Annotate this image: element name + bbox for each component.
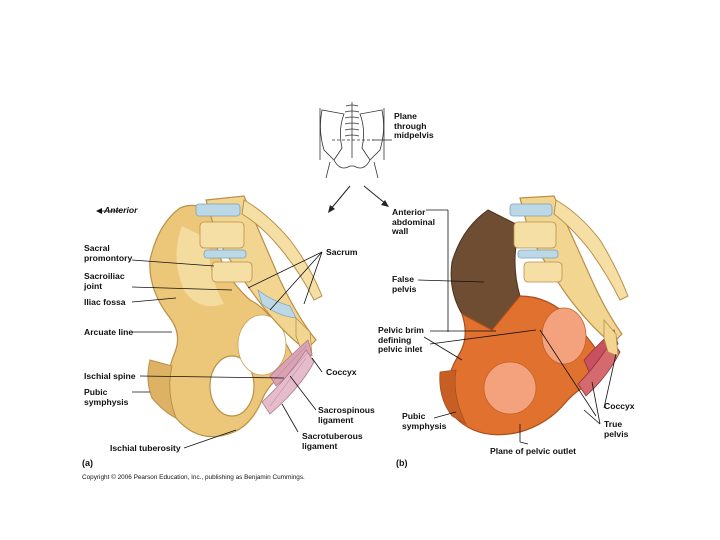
iliac-fossa-label: Iliac fossa: [84, 297, 126, 307]
panel-b-tag: (b): [396, 458, 408, 468]
coccyx-b-label: Coccyx: [604, 401, 635, 411]
pubic-symphysis-a-label: Pubic symphysis: [84, 387, 129, 407]
pelvic-brim-label: Pelvic brim defining pelvic inlet: [378, 325, 424, 355]
ischial-tuberosity-label: Ischial tuberosity: [110, 443, 181, 453]
pubic-symphysis-b-label: Pubic symphysis: [402, 411, 447, 431]
sacrospinous-ligament-label: Sacrospinous ligament: [318, 405, 375, 425]
sacral-promontory-label: Sacral promontory: [84, 243, 133, 263]
coccyx-a-label: Coccyx: [326, 367, 357, 377]
true-pelvis-label: True pelvis: [604, 419, 629, 439]
inset-plane-label: Plane through midpelvis: [394, 111, 434, 141]
skeleton-inset-icon: [319, 102, 385, 179]
sacroiliac-joint-label: Sacroiliac joint: [84, 271, 125, 291]
false-pelvis-region: [450, 209, 521, 331]
panel-a-tag: (a): [82, 458, 93, 468]
anterior-abdominal-wall-label: Anterior abdominal wall: [392, 207, 435, 237]
sacrotuberous-ligament-label: Sacrotuberous ligament: [302, 431, 363, 451]
plane-of-pelvic-outlet-label: Plane of pelvic outlet: [490, 446, 576, 456]
arcuate-line-label: Arcuate line: [84, 327, 134, 337]
ischial-spine-label: Ischial spine: [84, 371, 136, 381]
copyright-notice: Copyright © 2006 Pearson Education, Inc.…: [82, 474, 305, 481]
anterior-label: Anterior: [104, 205, 138, 215]
sacrum-label: Sacrum: [326, 247, 358, 257]
false-pelvis-label: False pelvis: [392, 274, 417, 294]
